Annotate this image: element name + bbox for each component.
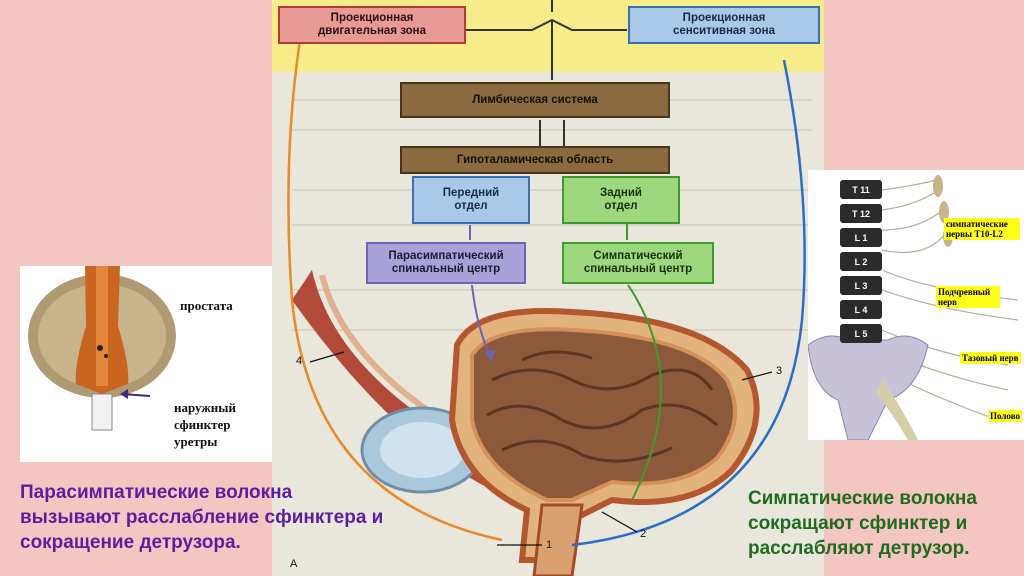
caption-parasympathetic-line2: вызывают расслабление сфинктера и: [20, 507, 384, 528]
figure-letter: А: [290, 558, 298, 570]
caption-parasympathetic-line3: сокращение детрузора.: [20, 532, 241, 553]
vertebra-l5: L 5: [840, 324, 882, 343]
prostate-illustration: [28, 266, 176, 431]
caption-sympathetic-line3: расслабляют детрузор.: [748, 538, 970, 559]
box-anterior-line2: отдел: [454, 200, 488, 212]
vertebra-l3: L 3: [840, 276, 882, 295]
box-hypothalamic-area: Гипоталамическая область: [400, 146, 670, 174]
sphincter-label-line1: наружный: [174, 400, 236, 415]
prostate-label: простата: [180, 298, 233, 313]
vertebra-l1: L 1: [840, 228, 882, 247]
sphincter-label-line3: уретры: [174, 434, 218, 449]
vertebra-l2: L 2: [840, 252, 882, 271]
box-sensory-line1: Проекционная: [682, 12, 766, 24]
box-motor-line1: Проекционная: [330, 12, 414, 24]
vertebra-t11: T 11: [840, 180, 882, 199]
prostate-panel: простата наружный сфинктер уретры: [20, 266, 272, 462]
caption-sympathetic-line1: Симпатические волокна: [748, 488, 977, 509]
label-number-1: 1: [546, 539, 553, 551]
box-sympathetic-line1: Симпатический: [593, 250, 683, 262]
box-parasympathetic-line1: Парасимпатический: [388, 250, 504, 262]
caption-parasympathetic: Парасимпатические волокна вызывают рассл…: [20, 480, 383, 555]
box-anterior-line1: Передний: [442, 187, 500, 199]
box-limbic-system: Лимбическая система: [400, 82, 670, 118]
label-hypogastric-nerve: Подчревный нерв: [936, 286, 1000, 308]
label-number-4: 4: [296, 355, 303, 367]
label-number-2: 2: [640, 528, 647, 540]
box-sympathetic-line2: спинальный центр: [583, 263, 693, 275]
label-number-3: 3: [776, 365, 783, 377]
caption-parasympathetic-line1: Парасимпатические волокна: [20, 482, 293, 503]
box-posterior-line1: Задний: [600, 187, 642, 199]
box-posterior-line2: отдел: [604, 200, 638, 212]
box-motor-line2: двигательная зона: [317, 25, 427, 37]
caption-sympathetic-line2: сокращают сфинктер и: [748, 513, 968, 534]
box-parasympathetic-line2: спинальный центр: [391, 263, 501, 275]
spine-panel: T 11 T 12 L 1 L 2 L 3 L 4 L 5 симпатичес…: [808, 170, 1024, 440]
vertebra-l4: L 4: [840, 300, 882, 319]
label-pelvic-nerve: Тазовый нерв: [960, 352, 1021, 364]
box-sensory-line2: сенситивная зона: [672, 25, 776, 37]
label-genital-nerve: Полово: [988, 410, 1023, 422]
label-sympathetic-nerves: симпатические нервы Т10-L2: [944, 218, 1020, 240]
bladder-illustration: [272, 0, 824, 576]
vertebra-t12: T 12: [840, 204, 882, 223]
caption-sympathetic: Симпатические волокна сокращают сфинктер…: [748, 486, 977, 561]
sphincter-label-line2: сфинктер: [174, 417, 231, 432]
